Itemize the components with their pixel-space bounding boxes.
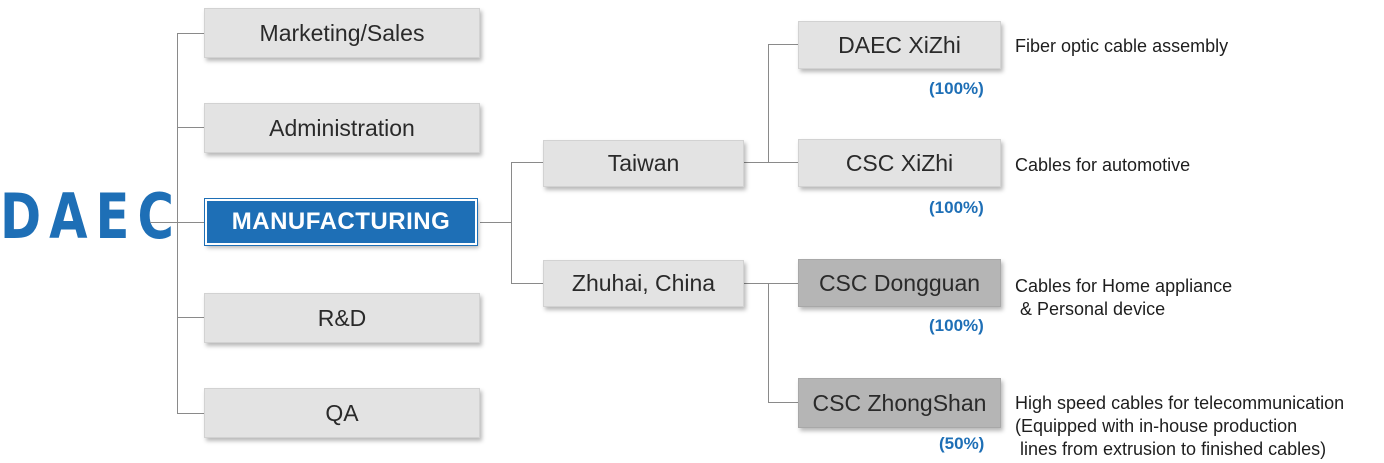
connector-dept-vertical	[177, 33, 178, 413]
description-csc-dongguan: Cables for Home appliance & Personal dev…	[1015, 276, 1233, 319]
subsidiary-csc-dongguan: CSC Dongguan	[798, 259, 1001, 307]
ownership-csc-xizhi: (100%)	[929, 198, 984, 217]
connector-taiwan	[511, 162, 543, 163]
dept-qa: QA	[204, 388, 480, 438]
ownership-daec-xizhi: (100%)	[929, 79, 984, 98]
connector-csc-xizhi	[768, 162, 798, 163]
ownership-csc-dongguan: (100%)	[929, 316, 984, 335]
connector-zhuhai-vertical	[768, 283, 769, 403]
connector-taiwan-out	[744, 162, 769, 163]
dept-administration: Administration	[204, 103, 480, 153]
region-taiwan: Taiwan	[543, 140, 744, 187]
subsidiary-csc-xizhi: CSC XiZhi	[798, 139, 1001, 187]
dept-marketing-sales: Marketing/Sales	[204, 8, 480, 58]
ownership-csc-zhongshan: (50%)	[939, 434, 985, 453]
connector-daec-xizhi	[768, 44, 798, 45]
connector-zhuhai-out	[744, 283, 798, 284]
daec-logo: DAEC	[0, 180, 182, 253]
connector-marketing	[177, 33, 204, 34]
subsidiary-daec-xizhi: DAEC XiZhi	[798, 21, 1001, 69]
region-zhuhai: Zhuhai, China	[543, 260, 744, 307]
connector-rnd	[177, 317, 204, 318]
subsidiary-csc-zhongshan: CSC ZhongShan	[798, 378, 1001, 428]
dept-manufacturing: MANUFACTURING	[204, 198, 478, 246]
connector-administration	[177, 127, 204, 128]
dept-rnd: R&D	[204, 293, 480, 343]
connector-csc-zhongshan	[768, 402, 798, 403]
connector-zhuhai	[511, 283, 543, 284]
connector-manufacturing-out	[480, 222, 512, 223]
description-csc-xizhi: Cables for automotive	[1015, 155, 1191, 175]
connector-region-vertical	[511, 162, 512, 284]
description-csc-zhongshan: High speed cables for telecommunication …	[1015, 393, 1345, 459]
description-daec-xizhi: Fiber optic cable assembly	[1015, 36, 1229, 56]
connector-qa	[177, 413, 204, 414]
connector-taiwan-vertical	[768, 44, 769, 163]
